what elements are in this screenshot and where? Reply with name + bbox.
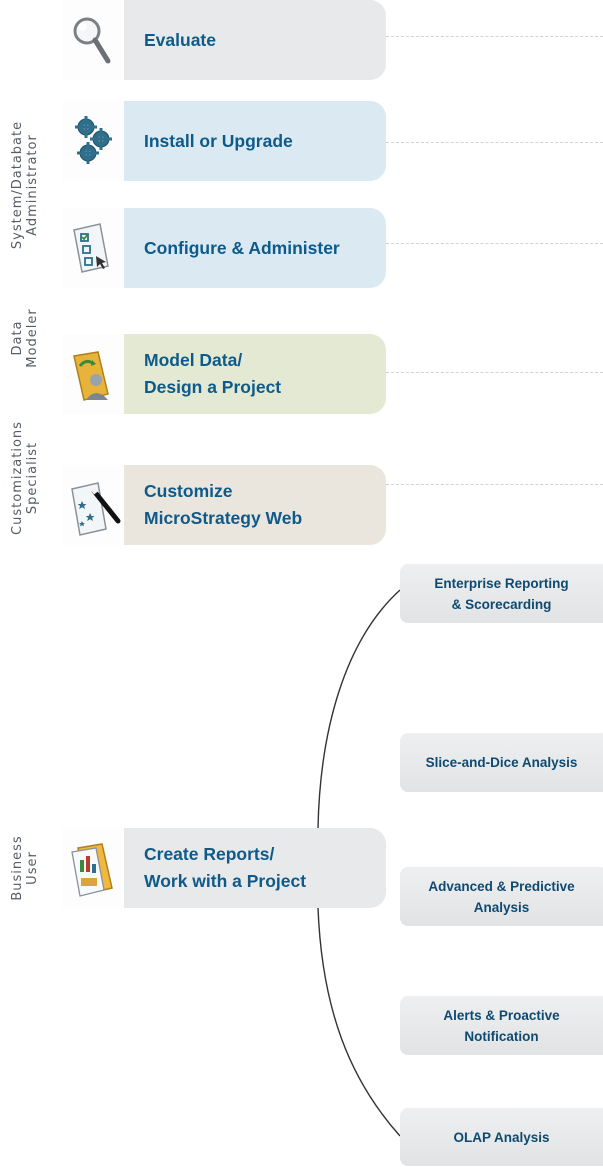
subtask-label-line: Enterprise Reporting — [434, 575, 569, 591]
task-install[interactable]: Install or Upgrade — [62, 101, 386, 181]
task-configure[interactable]: Configure & Administer — [62, 208, 386, 288]
settings-document-icon — [73, 223, 109, 273]
task-label-line: Customize — [144, 481, 233, 501]
task-label-line: Install or Upgrade — [144, 130, 293, 151]
subtask-label-line: Notification — [464, 1028, 539, 1044]
dashed-connector — [386, 484, 603, 485]
task-evaluate[interactable]: Evaluate — [62, 0, 386, 80]
subtask-advanced-predictive[interactable]: Advanced & Predictive Analysis — [400, 867, 603, 926]
task-label-line: Design a Project — [144, 377, 282, 397]
task-label: Customize MicroStrategy Web — [144, 465, 378, 545]
task-label: Evaluate — [144, 0, 378, 80]
task-label-line: Model Data/ — [144, 350, 243, 370]
task-label-line: Configure & Administer — [144, 237, 340, 258]
magnifier-icon — [73, 17, 111, 64]
dashed-connector — [386, 36, 603, 37]
subtask-slice-dice[interactable]: Slice-and-Dice Analysis — [400, 733, 603, 792]
branch-line-lower — [317, 907, 401, 1137]
gears-icon — [75, 116, 112, 164]
subtask-alerts[interactable]: Alerts & Proactive Notification — [400, 996, 603, 1055]
dashed-connector — [386, 243, 603, 244]
subtask-label-line: & Scorecarding — [451, 596, 552, 612]
task-label-line: Evaluate — [144, 29, 216, 50]
task-label-line: Create Reports/ — [144, 844, 275, 864]
project-folder-icon — [73, 351, 109, 401]
task-label: Create Reports/ Work with a Project — [144, 828, 378, 908]
task-label: Install or Upgrade — [144, 101, 378, 181]
task-label: Configure & Administer — [144, 208, 378, 288]
branch-line-upper — [317, 589, 401, 829]
subtask-enterprise-reporting[interactable]: Enterprise Reporting & Scorecarding — [400, 564, 603, 623]
subtask-label-line: OLAP Analysis — [453, 1129, 550, 1145]
reports-folder-icon — [71, 843, 113, 897]
task-label-line: Work with a Project — [144, 871, 307, 891]
subtask-label-line: Advanced & Predictive — [428, 878, 575, 894]
subtask-label-line: Slice-and-Dice Analysis — [425, 755, 578, 770]
subtask-olap[interactable]: OLAP Analysis — [400, 1108, 603, 1166]
magic-wand-document-icon — [71, 482, 121, 536]
dashed-connector — [386, 372, 603, 373]
subtask-label-line: Analysis — [473, 899, 530, 915]
subtask-label-line: Alerts & Proactive — [443, 1007, 560, 1023]
dashed-connector — [386, 142, 603, 143]
task-customize-web[interactable]: Customize MicroStrategy Web — [62, 465, 386, 545]
task-label: Model Data/ Design a Project — [144, 334, 378, 414]
task-model-data[interactable]: Model Data/ Design a Project — [62, 334, 386, 414]
task-label-line: MicroStrategy Web — [144, 508, 303, 528]
task-create-reports[interactable]: Create Reports/ Work with a Project — [62, 828, 386, 908]
